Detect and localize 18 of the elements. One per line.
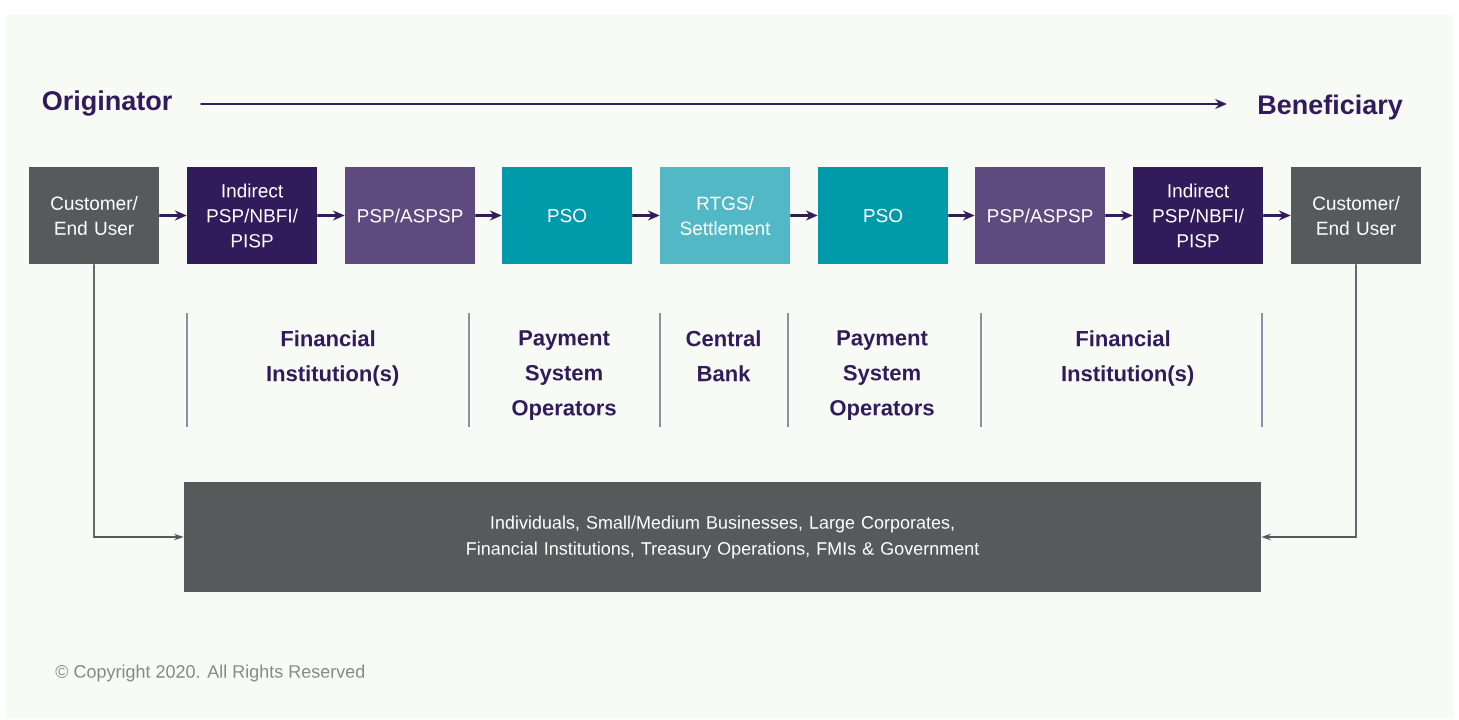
- process-box: PSO: [502, 167, 632, 264]
- process-box: Customer/ End User: [29, 167, 159, 264]
- process-box: Customer/ End User: [1291, 167, 1421, 264]
- group-label: Central Bank: [686, 330, 760, 382]
- process-box: PSO: [818, 167, 948, 264]
- group-label: Financial Institution(s): [1062, 330, 1194, 386]
- role-label: Originator: [42, 90, 172, 116]
- copyright-note: © Copyright 2020. All Rights Reserved: [55, 664, 365, 682]
- process-box: RTGS/ Settlement: [660, 167, 790, 264]
- group-label: Financial Institution(s): [267, 330, 399, 386]
- group-label: Payment System Operators: [512, 330, 616, 420]
- process-box: PSP/ASPSP: [345, 167, 475, 264]
- group-label: Payment System Operators: [830, 330, 934, 420]
- role-label: Beneficiary: [1259, 94, 1403, 120]
- process-box: Indirect PSP/NBFI/ PISP: [1133, 167, 1263, 264]
- participants-box: Individuals, Small/Medium Businesses, Large Corporates, Financial Institutions, Treasury Operations, FMIs & Government: [184, 482, 1261, 592]
- process-box: Indirect PSP/NBFI/ PISP: [187, 167, 317, 264]
- process-box: PSP/ASPSP: [975, 167, 1105, 264]
